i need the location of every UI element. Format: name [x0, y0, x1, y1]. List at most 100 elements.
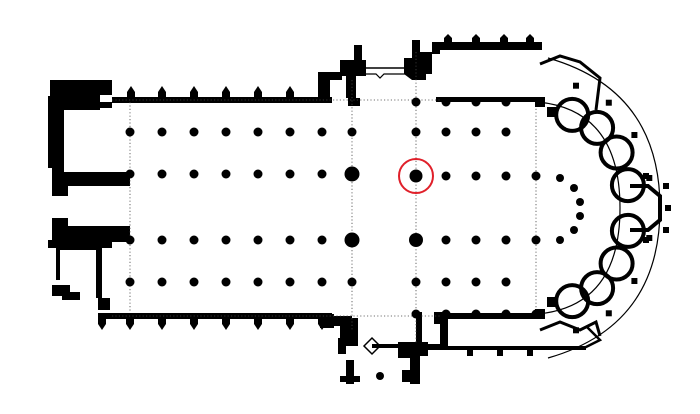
choir-pier — [531, 171, 541, 181]
choir-north-wall — [432, 34, 544, 102]
pier — [221, 127, 231, 137]
pier — [253, 277, 263, 287]
red-circle-icon — [398, 158, 434, 194]
pier — [221, 235, 231, 245]
radiating-chapel — [598, 134, 635, 171]
radiating-chapel — [579, 270, 616, 307]
crossing-pier — [409, 233, 423, 247]
buttress — [286, 313, 294, 330]
choir-pier — [471, 277, 481, 287]
chapel-buttress — [665, 205, 671, 211]
pier — [285, 277, 295, 287]
radiating-chapel — [554, 96, 591, 133]
pier — [285, 169, 295, 179]
chapel-buttress — [663, 227, 669, 233]
pier — [253, 235, 263, 245]
choir-pier — [441, 309, 451, 319]
crossing-pier — [344, 166, 360, 182]
pier — [317, 127, 327, 137]
pier — [411, 97, 421, 107]
choir-pier — [441, 127, 451, 137]
choir-pier — [501, 171, 511, 181]
buttress — [472, 34, 480, 50]
buttress — [497, 346, 503, 356]
buttress — [254, 313, 262, 330]
hemicycle-pier — [576, 212, 584, 220]
choir-pier — [531, 235, 541, 245]
chapel-buttress — [573, 82, 579, 89]
buttress — [444, 34, 452, 50]
pier — [157, 169, 167, 179]
buttress — [158, 313, 166, 330]
pier — [285, 127, 295, 137]
hemicycle-pier — [556, 236, 564, 244]
buttress — [467, 346, 473, 356]
chapel-buttress — [663, 183, 669, 189]
pier — [157, 277, 167, 287]
hemicycle-pier — [570, 226, 578, 234]
chapel-buttress — [643, 237, 649, 243]
pier — [411, 277, 421, 287]
pier — [221, 277, 231, 287]
ambulatory-pier — [547, 107, 557, 117]
buttress — [190, 313, 198, 330]
chapel-buttress — [631, 278, 638, 284]
choir-pier — [471, 235, 481, 245]
pier — [285, 235, 295, 245]
pier — [317, 169, 327, 179]
chapel-buttress — [605, 99, 612, 106]
buttress — [526, 34, 534, 50]
chapel-buttress — [605, 310, 612, 317]
ambulatory-pier — [535, 309, 545, 319]
pier — [317, 277, 327, 287]
red-circle-marker — [398, 158, 434, 194]
buttress — [254, 86, 262, 103]
buttress — [286, 86, 294, 103]
ambulatory-pier — [547, 297, 557, 307]
hemicycle-pier — [556, 174, 564, 182]
west-facade — [48, 80, 130, 310]
pier — [347, 277, 357, 287]
pier — [253, 127, 263, 137]
buttress — [190, 86, 198, 103]
buttress — [527, 346, 533, 356]
north-outer-wall — [112, 72, 342, 103]
choir-pier — [501, 235, 511, 245]
pier — [221, 169, 231, 179]
pier — [411, 309, 421, 319]
pier — [125, 235, 135, 245]
choir-pier — [471, 309, 481, 319]
buttress — [158, 86, 166, 103]
chapel-buttress — [631, 132, 638, 138]
ambulatory-pier — [535, 97, 545, 107]
south-outer-wall — [98, 313, 334, 330]
crossing-pier — [344, 232, 360, 248]
pier — [317, 235, 327, 245]
buttress — [127, 86, 135, 103]
pier — [125, 277, 135, 287]
choir-pier — [501, 97, 511, 107]
choir-pier — [441, 171, 451, 181]
pier — [125, 169, 135, 179]
radiating-chapel — [598, 245, 635, 282]
buttress — [222, 86, 230, 103]
choir-pier — [471, 127, 481, 137]
hemicycle-pier — [570, 184, 578, 192]
choir-pier — [441, 277, 451, 287]
buttress — [222, 313, 230, 330]
pier — [125, 127, 135, 137]
axial-chapel — [630, 184, 662, 232]
crossing-pier — [409, 169, 423, 183]
piers — [125, 97, 584, 319]
choir-pier — [441, 97, 451, 107]
pier — [253, 169, 263, 179]
choir-pier — [471, 97, 481, 107]
apse — [537, 54, 671, 359]
pier — [189, 277, 199, 287]
buttress — [98, 313, 106, 330]
north-transept — [340, 40, 440, 106]
pier — [189, 169, 199, 179]
pier — [157, 235, 167, 245]
south-transept — [334, 312, 444, 384]
choir-pier — [441, 235, 451, 245]
